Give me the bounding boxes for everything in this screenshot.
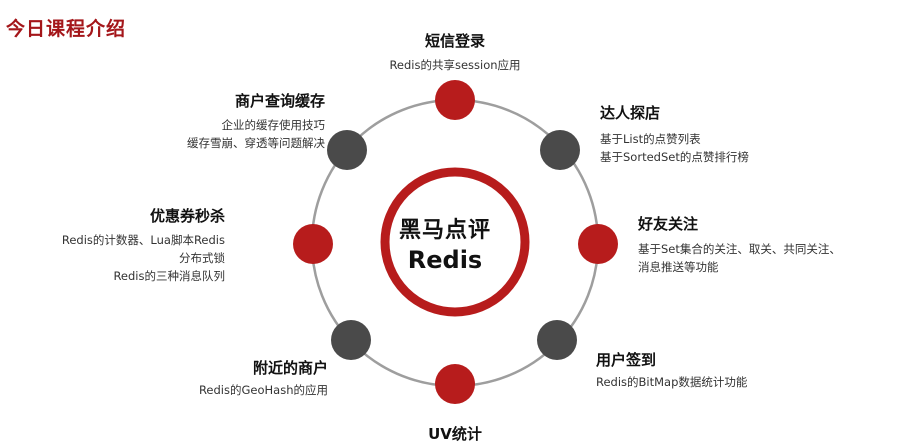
feature-title-seckill: 优惠券秒杀 bbox=[149, 207, 225, 225]
center-title: 黑马点评 bbox=[398, 218, 491, 243]
feature-desc-signin: Redis的BitMap数据统计功能 bbox=[596, 375, 748, 389]
feature-desc-seckill-2: 分布式锁 bbox=[179, 251, 225, 265]
node-signin bbox=[537, 320, 577, 360]
feature-desc-cache-2: 缓存雪崩、穿透等问题解决 bbox=[187, 136, 325, 150]
feature-desc-expert-2: 基于SortedSet的点赞排行榜 bbox=[600, 150, 749, 164]
feature-desc-expert-1: 基于List的点赞列表 bbox=[600, 132, 701, 146]
feature-desc-nearby: Redis的GeoHash的应用 bbox=[198, 383, 328, 397]
feature-desc-seckill-1: Redis的计数器、Lua脚本Redis bbox=[61, 233, 225, 247]
node-expert bbox=[540, 130, 580, 170]
feature-title-uv: UV统计 bbox=[428, 425, 482, 443]
feature-desc-cache-1: 企业的缓存使用技巧 bbox=[221, 118, 326, 132]
center-subtitle: Redis bbox=[407, 246, 483, 274]
feature-title-expert: 达人探店 bbox=[600, 104, 661, 122]
feature-title-cache: 商户查询缓存 bbox=[234, 92, 325, 110]
node-uv bbox=[435, 364, 475, 404]
node-cache bbox=[327, 130, 367, 170]
node-nearby bbox=[331, 320, 371, 360]
node-friends bbox=[578, 224, 618, 264]
page-title: 今日课程介绍 bbox=[6, 18, 127, 40]
feature-title-signin: 用户签到 bbox=[596, 351, 657, 369]
feature-desc-friends-2: 消息推送等功能 bbox=[638, 260, 719, 274]
center-ring bbox=[380, 167, 530, 317]
feature-title-nearby: 附近的商户 bbox=[252, 359, 328, 377]
feature-title-friends: 好友关注 bbox=[638, 215, 699, 233]
feature-desc-sms-login: Redis的共享session应用 bbox=[389, 58, 521, 72]
node-seckill bbox=[293, 224, 333, 264]
feature-desc-friends-1: 基于Set集合的关注、取关、共同关注、 bbox=[638, 242, 841, 256]
feature-desc-seckill-3: Redis的三种消息队列 bbox=[113, 269, 225, 283]
feature-title-sms-login: 短信登录 bbox=[424, 32, 485, 50]
node-sms-login bbox=[435, 80, 475, 120]
